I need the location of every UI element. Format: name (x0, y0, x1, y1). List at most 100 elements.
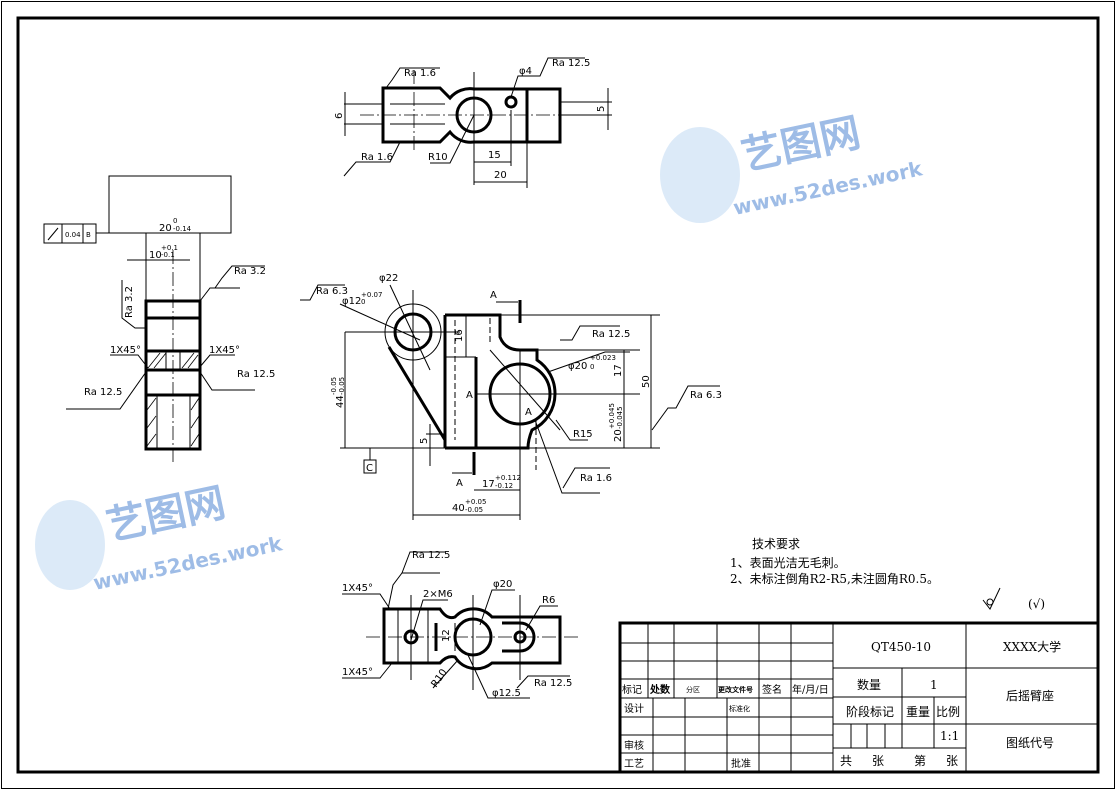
tol-upper: +0.023 (590, 354, 616, 362)
title-block: QT450-10 XXXX大学 数量 1 后摇臂座 阶段标记 重量 比例 1:1… (618, 621, 1100, 774)
roughness-ra: Ra 12.5 (412, 550, 450, 561)
roughness-ra: Ra 1.6 (361, 152, 393, 163)
roughness-ra: Ra 12.5 (552, 58, 590, 69)
dim-20: 20 (494, 170, 507, 181)
watermark-brand: 艺图网 (103, 480, 230, 550)
hole-diameter: φ4 (519, 66, 532, 77)
dim-5: 5 (596, 106, 607, 112)
tol-upper: +0.112 (495, 474, 521, 482)
roughness-ra: Ra 12.5 (84, 387, 122, 398)
chamfer: 1X45° (342, 667, 373, 678)
part-name: 后摇臂座 (1006, 688, 1054, 703)
inner-frame (16, 16, 1100, 774)
hole-diameter: φ20 (568, 361, 587, 372)
roughness-ra: Ra 3.2 (234, 266, 266, 277)
sheet-index-label: 第 (914, 754, 926, 768)
sheet-label: 张 (872, 754, 884, 768)
tol-lower: -0.14 (173, 225, 192, 233)
revision-header: 处数 (649, 683, 671, 696)
dim-6: 6 (334, 113, 345, 119)
process-label: 工艺 (624, 758, 644, 770)
dim-5: 5 (419, 438, 430, 444)
revision-header: 年/月/日 (792, 683, 829, 696)
section-label: A (466, 390, 473, 401)
tol-upper: +0.05 (465, 498, 486, 506)
tol-lower: -0.045 (616, 406, 624, 429)
bottom-view: 12 Ra 12.5 1X45° 1X45° 2×M6 φ20 R6 R10 φ… (342, 550, 578, 699)
total-sheets-label: 共 (840, 754, 852, 768)
standardization-label: 标准化 (729, 704, 750, 713)
dim-width: 20 (159, 223, 172, 234)
dim-15: 15 (488, 150, 501, 161)
weight-label: 重量 (906, 705, 930, 719)
tech-title: 技术要求 (752, 537, 800, 551)
tolerance-datum: B (86, 231, 91, 239)
radius-r10: R10 (428, 152, 448, 163)
dim-17: 17 (613, 364, 624, 377)
tol-lower: 0 (590, 363, 594, 371)
roughness-symbol-icon (982, 587, 1001, 610)
front-view: A A A A 50 17 20 +0.045 -0.045 44 -0.05 … (300, 273, 722, 520)
scale-label: 比例 (936, 705, 960, 719)
revision-header: 分区 (686, 685, 700, 694)
tol-upper: +0.07 (361, 291, 382, 299)
tol-upper: +0.1 (161, 244, 178, 252)
section-label: A (490, 290, 497, 301)
roughness-ra: Ra 1.6 (580, 473, 612, 484)
material: QT450-10 (871, 640, 931, 654)
dim-50: 50 (641, 375, 652, 388)
quantity-label: 数量 (857, 677, 881, 692)
radius-r6: R6 (542, 595, 555, 606)
diameter: φ12.5 (492, 688, 521, 699)
tol-lower: -0.1 (161, 251, 175, 259)
roughness-ra: Ra 12.5 (592, 329, 630, 340)
revision-header: 标记 (622, 684, 642, 696)
tol-lower: -0.05 (465, 506, 483, 514)
roughness-ra: Ra 1.6 (404, 68, 436, 79)
section-label: A (525, 407, 532, 418)
datum-box (363, 459, 377, 474)
boss-diameter: φ22 (379, 273, 398, 284)
roughness-ra: Ra 12.5 (534, 678, 572, 689)
revision-header: 签名 (762, 683, 782, 696)
design-label: 设计 (624, 702, 644, 715)
tech-item: 1、表面光洁无毛刺。 (730, 556, 846, 570)
tol-upper: -0.05 (330, 377, 338, 395)
tol-upper: +0.045 (608, 403, 616, 429)
drawing-number-label: 图纸代号 (1006, 736, 1054, 750)
dim-offset: 17 (482, 479, 495, 490)
datum-label: C (366, 463, 373, 474)
dim-center: 20 (613, 429, 624, 442)
roughness-ra: Ra 12.5 (237, 369, 275, 380)
tol-lower: 0 (361, 298, 365, 306)
review-label: 审核 (624, 739, 644, 752)
radius-r10: R10 (429, 667, 449, 689)
quantity-value: 1 (930, 678, 938, 692)
section-label: A (456, 478, 463, 489)
chamfer: 1X45° (209, 345, 240, 356)
diameter: φ20 (493, 579, 512, 590)
roughness-ra: Ra 3.2 (124, 286, 135, 318)
hole-diameter: φ12 (342, 296, 361, 307)
tech-item: 2、未标注倒角R2-R5,未注圆角R0.5。 (730, 571, 939, 586)
top-view: 6 5 15 20 R10 Ra 1.6 Ra 1.6 φ4 Ra 12.5 (334, 57, 612, 188)
dim-inner: 10 (149, 250, 162, 261)
revision-header: 更改文件号 (718, 685, 753, 694)
tol-upper: 0 (173, 217, 177, 225)
dim-16: 16 (454, 329, 465, 342)
school-name: XXXX大学 (1003, 639, 1061, 654)
thread-spec: 2×M6 (423, 589, 453, 600)
radius-r15: R15 (573, 429, 593, 440)
other-surfaces-mark: (√) (1028, 597, 1045, 611)
tolerance-value: 0.04 (65, 231, 81, 239)
watermark-brand: 艺图网 (738, 110, 865, 180)
tol-lower: -0.12 (495, 482, 513, 490)
tol-lower: -0.05 (338, 377, 346, 395)
dim-height: 44 (335, 395, 346, 408)
dim-length: 40 (452, 503, 465, 514)
chamfer: 1X45° (110, 345, 141, 356)
chamfer: 1X45° (342, 583, 373, 594)
